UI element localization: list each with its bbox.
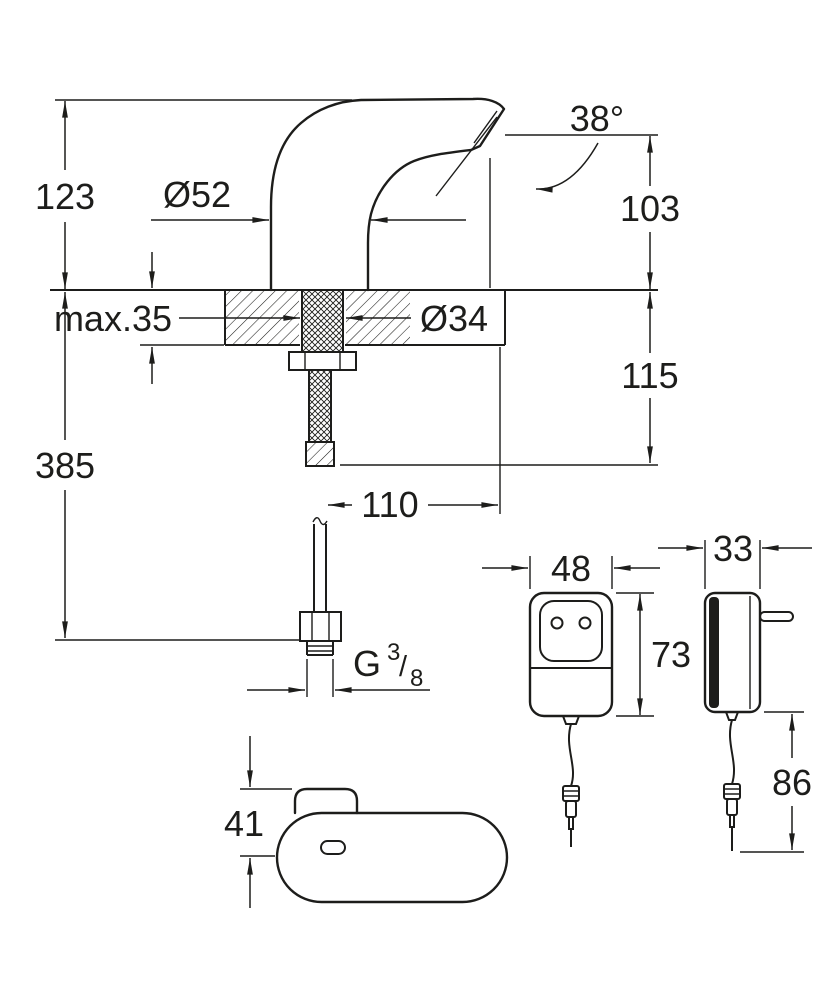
side-connector-ribs: [724, 788, 740, 795]
dim-label-deck-thickness: max.35: [54, 298, 172, 339]
dim-label-thread-numerator: 3: [387, 639, 400, 666]
adapter-front-view: 48 73: [482, 548, 691, 847]
adapter-side-face-stripe: [709, 597, 719, 708]
faucet-dimensions: 123 Ø52 38° 103 max.35 Ø34 115 385 110 G: [35, 98, 680, 697]
side-connector-neck: [726, 798, 738, 816]
dim-label-spray-angle: 38°: [570, 98, 624, 139]
thread-nut-facets: [311, 612, 330, 641]
dim-label-thread-g: G: [353, 643, 381, 684]
front-connector-neck: [565, 800, 577, 818]
supply-hose-assembly: [288, 290, 357, 656]
front-connector-barrel: [562, 785, 580, 802]
shank-fill: [303, 291, 342, 351]
dim-label-body-diameter: Ø52: [163, 174, 231, 215]
faucet-outline: [269, 97, 506, 292]
dim-label-spout-width: 41: [224, 803, 264, 844]
faucet-top-view: 41: [224, 736, 509, 908]
top-view-body-outline: [275, 811, 509, 904]
aerator-face-line: [473, 110, 498, 144]
top-view-sensor-slot: [320, 840, 346, 855]
mounting-nut-facets: [304, 352, 341, 370]
spray-direction-line: [435, 116, 498, 197]
dim-label-adapter-width: 48: [551, 548, 591, 589]
dim-label-thread-slash: /: [399, 651, 408, 683]
dim-label-spout-height: 103: [620, 188, 680, 229]
adapter-side-body: [703, 591, 762, 714]
braided-hose-fill: [310, 371, 330, 441]
front-connector-ribs: [563, 790, 579, 797]
adapter-front-cable: [567, 723, 575, 787]
plug-pin-hole-left: [550, 616, 564, 630]
adapter-side-cable: [728, 719, 736, 785]
front-connector-tip: [568, 816, 574, 830]
hose-connector-fill: [307, 443, 333, 465]
dim-label-thread-denominator: 8: [410, 665, 423, 692]
dim-label-hose-offset: 110: [361, 484, 418, 525]
top-view-spout-outline: [293, 787, 359, 815]
side-connector-tip: [729, 814, 735, 828]
side-connector-barrel: [723, 783, 741, 800]
dim-label-adapter-height: 73: [651, 634, 691, 675]
dim-label-cable-length: 86: [772, 762, 812, 803]
spray-angle-leader-arrow: [535, 142, 599, 193]
adapter-front-body: [528, 591, 614, 718]
adapter-plug-pin: [759, 611, 794, 622]
adapter-plug-face: [539, 600, 603, 662]
hose-connector-outline: [305, 441, 335, 467]
mounting-nut: [288, 351, 357, 371]
thread-stub: [306, 641, 334, 656]
thread-nut: [299, 611, 342, 642]
pipe-break-wave: [312, 517, 328, 526]
dim-label-adapter-depth: 33: [713, 528, 753, 569]
thread-stub-threads: [307, 645, 333, 652]
faucet-side-view: [269, 97, 506, 292]
adapter-side-view: 33 86: [658, 528, 812, 853]
dim-label-hose-drop: 115: [621, 355, 678, 396]
dim-label-hole-diameter: Ø34: [420, 298, 488, 339]
dim-label-faucet-height: 123: [35, 176, 95, 217]
plug-pin-hole-right: [578, 616, 592, 630]
dim-label-supply-length: 385: [35, 445, 95, 486]
